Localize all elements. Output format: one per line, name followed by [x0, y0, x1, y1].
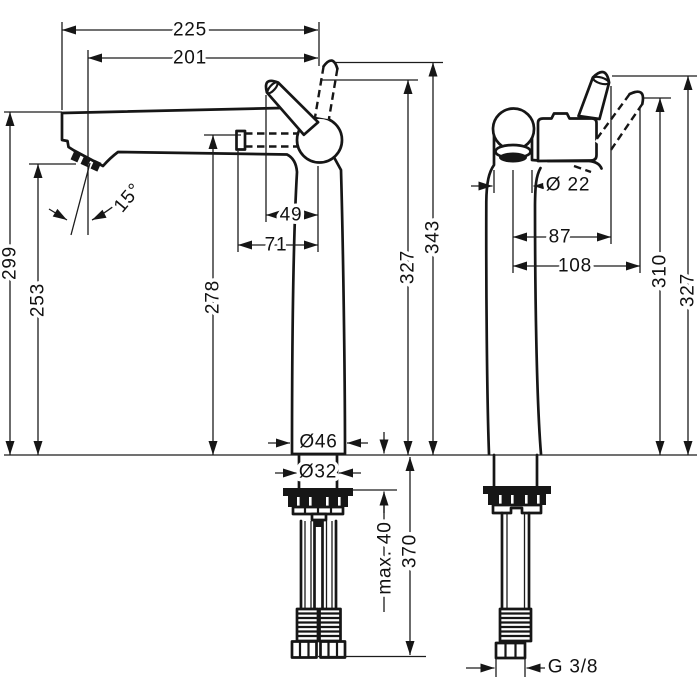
lever-front-raised-left — [593, 93, 631, 143]
housing-hidden-lip — [573, 164, 592, 174]
dim-spout-height: 299 — [0, 246, 21, 280]
dim-height-lever-group: 327 — [394, 80, 422, 455]
lever-front-raised-right — [608, 103, 644, 154]
dim-spout-tube-diameter: Ø 22 — [546, 175, 590, 196]
front-hose — [500, 511, 531, 611]
outlet-opening — [499, 152, 527, 163]
lever-side-raised-right — [327, 68, 339, 120]
spray-angle-line — [70, 162, 91, 236]
aerator-band — [70, 150, 103, 173]
dim-cartridge-offset-group: 71 — [238, 231, 318, 259]
dim-underside-height-group: 278 — [199, 135, 227, 455]
front-ring — [491, 503, 543, 515]
dim-lever-offset: 49 — [280, 205, 303, 226]
dim-supply-thread: G 3/8 — [548, 657, 598, 678]
lever-side-raised-cap — [322, 59, 339, 71]
dim-spray-angle: 15° — [110, 179, 146, 216]
dim-front-height-lever-raised-group: 310 — [646, 98, 674, 455]
dim-underside-height: 278 — [203, 280, 224, 314]
dim-spout-projection-group: 201 — [88, 44, 318, 72]
front-nut — [488, 494, 546, 505]
dim-hose-length-group: 370 — [396, 457, 424, 655]
dim-spout-height-group: 299 — [0, 112, 24, 455]
lever-front-end-face — [592, 75, 610, 86]
hose-nut-left — [290, 640, 318, 659]
dim-lever-offset-group: 49 — [266, 201, 318, 229]
front-view — [483, 70, 645, 660]
dim-lever-reach-group: 87 — [513, 223, 611, 251]
lever-side-end-face — [266, 81, 279, 95]
dim-max-deck-thickness-group: max. 40 — [371, 432, 399, 612]
spout-nose — [491, 107, 536, 151]
cartridge-end-cap — [235, 129, 247, 151]
fixing-pin — [310, 512, 328, 522]
dim-lever-reach: 87 — [549, 227, 572, 248]
annotations: 225 201 299 253 278 15° 49 — [0, 16, 700, 681]
lever-side — [264, 79, 320, 137]
dim-hose-length: 370 — [400, 534, 421, 568]
dim-base-diameter: Ø46 — [299, 432, 337, 453]
lever-front-raised-cap — [628, 90, 645, 106]
supply-hose-right — [321, 519, 338, 611]
dim-max-deck-thickness: max. 40 — [375, 521, 396, 594]
dim-shank-diameter: Ø32 — [299, 462, 337, 483]
supply-hose-left — [299, 519, 316, 611]
housing-lip — [546, 159, 603, 170]
dim-cartridge-offset: 71 — [265, 235, 288, 256]
side-view-mounting — [283, 453, 353, 659]
dim-front-height-lever: 327 — [678, 273, 699, 307]
dim-total-projection-group: 225 — [62, 16, 318, 44]
extension-lines — [61, 22, 641, 677]
dim-supply-thread-group: G 3/8 — [466, 653, 601, 681]
handle-housing — [536, 112, 598, 163]
dim-front-height-lever-raised: 310 — [650, 254, 671, 288]
lever-side-raised-left — [313, 66, 325, 117]
dim-outlet-height-group: 253 — [24, 164, 52, 455]
dim-lever-reach-raised: 108 — [558, 256, 592, 277]
front-washer — [483, 486, 551, 494]
dim-total-projection: 225 — [173, 20, 207, 41]
dim-height-lever-raised: 343 — [423, 220, 444, 254]
front-hose-nut — [494, 641, 527, 660]
dim-spout-projection: 201 — [173, 48, 207, 69]
dim-spray-angle-group: 15° — [48, 162, 150, 236]
dim-height-lever-raised-group: 343 — [419, 62, 447, 455]
dim-front-height-lever-group: 327 — [674, 76, 700, 455]
hose-nut-right — [319, 640, 347, 659]
dim-base-diameter-group: Ø46 — [268, 428, 368, 456]
dim-spout-tube-diameter-group: Ø 22 — [471, 171, 593, 199]
dim-outlet-height: 253 — [28, 283, 49, 317]
mounting-nut — [288, 496, 348, 507]
dim-height-lever: 327 — [398, 250, 419, 284]
mounting-washer — [283, 488, 353, 496]
front-view-mounting — [483, 453, 551, 660]
dim-lever-reach-raised-group: 108 — [513, 252, 640, 280]
front-body-fill — [486, 150, 541, 454]
dim-shank-diameter-group: Ø32 — [275, 458, 361, 486]
lever-front-raised-fill — [594, 94, 643, 153]
front-body-left-edge — [484, 128, 496, 456]
side-view — [60, 59, 353, 659]
